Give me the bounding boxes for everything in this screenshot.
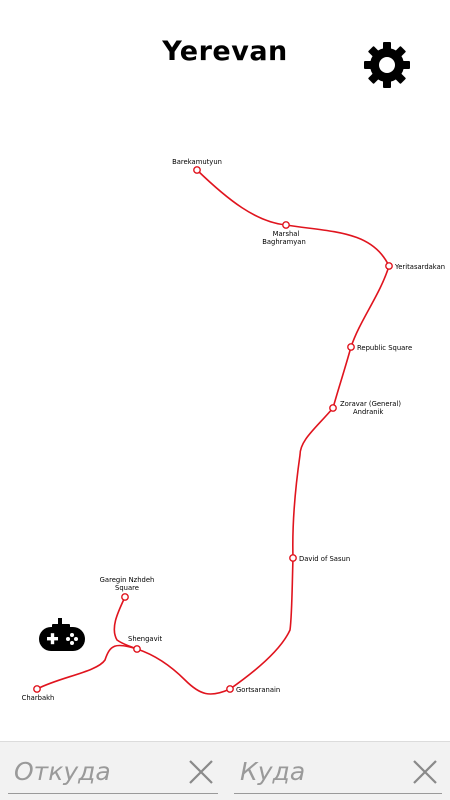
close-icon: [413, 759, 437, 784]
station-label: Gortsaranain: [236, 686, 280, 694]
to-input[interactable]: [234, 757, 408, 786]
station-label: Square: [115, 584, 139, 592]
station-label: Charbakh: [22, 694, 55, 702]
station-label: Republic Square: [357, 344, 412, 352]
station-gortsaranain[interactable]: Gortsaranain: [226, 685, 280, 694]
station-david-of-sasun[interactable]: David of Sasun: [289, 554, 350, 563]
station-label: Yeritasardakan: [394, 263, 445, 271]
game-button[interactable]: [38, 618, 86, 652]
station-marshal-baghramyan[interactable]: Marshal Baghramyan: [262, 221, 306, 246]
station-yeritasardakan[interactable]: Yeritasardakan: [385, 262, 445, 271]
station-charbakh[interactable]: Charbakh: [22, 685, 55, 702]
station-label: Shengavit: [128, 635, 163, 643]
station-barekamutyun[interactable]: Barekamutyun: [172, 158, 222, 174]
close-icon: [189, 759, 213, 784]
gamepad-icon: [39, 618, 85, 651]
from-input[interactable]: [8, 757, 184, 786]
settings-button[interactable]: [362, 40, 412, 90]
metro-branch: [113, 596, 138, 650]
station-label: Marshal: [273, 230, 300, 238]
gear-icon: [364, 42, 410, 88]
station-shengavit[interactable]: Shengavit: [128, 635, 163, 653]
from-field: [8, 750, 218, 794]
station-label: Barekamutyun: [172, 158, 222, 166]
station-label: Andranik: [353, 408, 383, 416]
station-zoravar-andranik[interactable]: Zoravar (General) Andranik: [329, 400, 402, 416]
to-field: [234, 750, 442, 794]
station-label: David of Sasun: [299, 555, 350, 563]
route-bar: [0, 741, 450, 800]
clear-from-button[interactable]: [184, 755, 218, 789]
station-label: Zoravar (General): [340, 400, 401, 408]
clear-to-button[interactable]: [408, 755, 442, 789]
metro-map[interactable]: Barekamutyun Marshal Baghramyan Yeritasa…: [0, 0, 450, 740]
station-garegin-nzhdeh-square[interactable]: Garegin Nzhdeh Square: [100, 576, 155, 601]
station-label: Baghramyan: [262, 238, 306, 246]
station-label: Garegin Nzhdeh: [100, 576, 155, 584]
page-title: Yerevan: [162, 36, 288, 67]
metro-line: [36, 169, 390, 695]
station-republic-square[interactable]: Republic Square: [347, 343, 412, 352]
